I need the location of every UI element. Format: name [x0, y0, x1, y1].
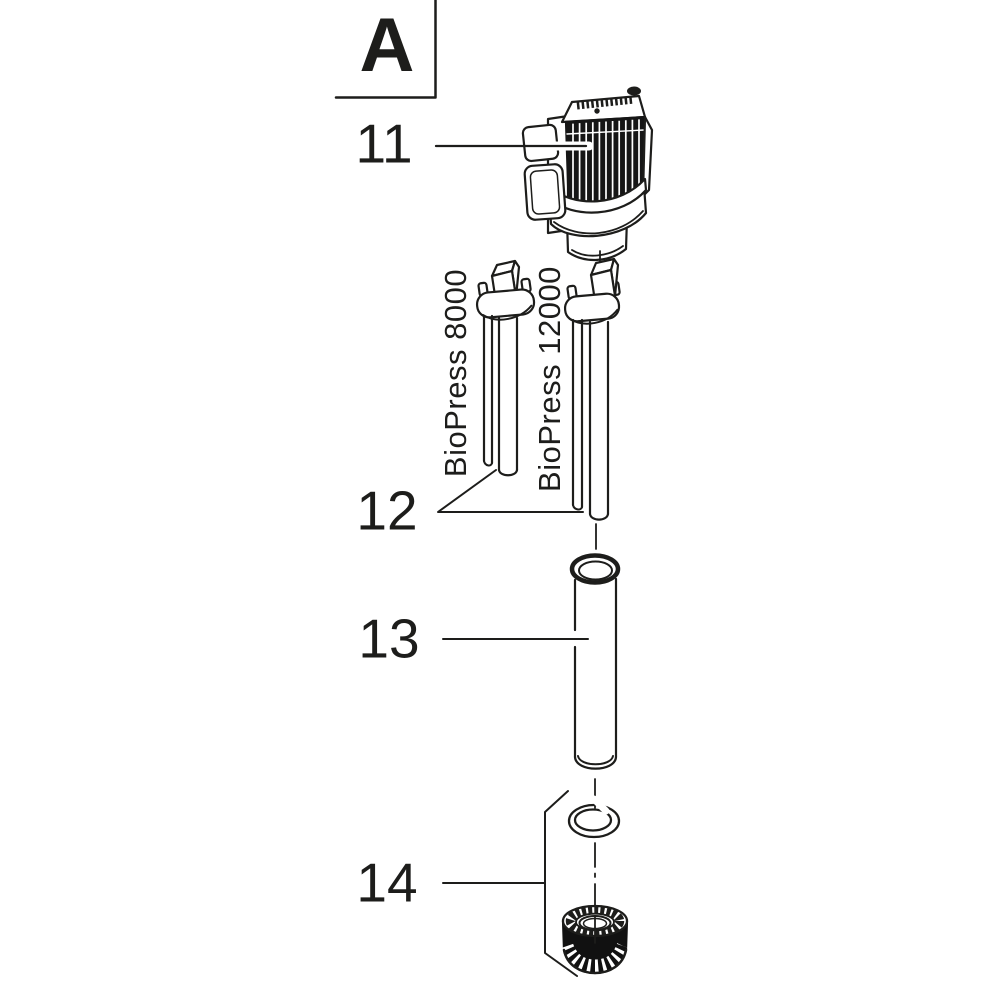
o-ring [567, 795, 621, 839]
bracket-14 [544, 790, 578, 977]
head-right-face [641, 115, 654, 198]
head-upper-tab [521, 123, 560, 163]
head-neck-inner-rim [571, 245, 624, 257]
callout-12: 12 [356, 479, 418, 542]
section-label: A [359, 3, 415, 89]
tube-bottom-inner [577, 755, 614, 766]
tube-opening [578, 560, 613, 581]
nut-knurl-ring [565, 905, 625, 937]
tube-bottom [573, 755, 618, 770]
nut-knurl-slots [560, 943, 630, 973]
head-bowl-rim [545, 177, 648, 214]
callout-11: 11 [355, 112, 413, 175]
model-label-biopress-8000: BioPress 8000 [438, 268, 473, 478]
union-nut [560, 904, 630, 975]
head-bowl-inner-arc [553, 210, 644, 235]
lamp-collar [475, 288, 536, 321]
quartz-glass-tube [569, 553, 621, 770]
tube-walls [573, 577, 618, 759]
head-fin-lines [572, 119, 640, 211]
nut-bottom-edge [562, 948, 628, 975]
head-screw [594, 108, 600, 114]
leader-12 [437, 469, 584, 513]
head-cable-gland [627, 86, 641, 96]
head-lower-tab-inner [529, 169, 561, 215]
model-label-biopress-12000: BioPress 12000 [532, 266, 567, 492]
callout-13: 13 [358, 607, 420, 670]
uv-lamp-biopress-12000 [563, 250, 621, 521]
lamp-tubes [482, 314, 519, 477]
uv-lamp-biopress-8000 [475, 259, 536, 477]
callout-14: 14 [356, 851, 418, 914]
section-frame [334, 0, 437, 99]
uvc-device-head [521, 86, 654, 262]
head-lower-tab [523, 163, 567, 221]
lamp-tubes [571, 318, 610, 521]
head-fin-hatch-line [566, 129, 645, 135]
